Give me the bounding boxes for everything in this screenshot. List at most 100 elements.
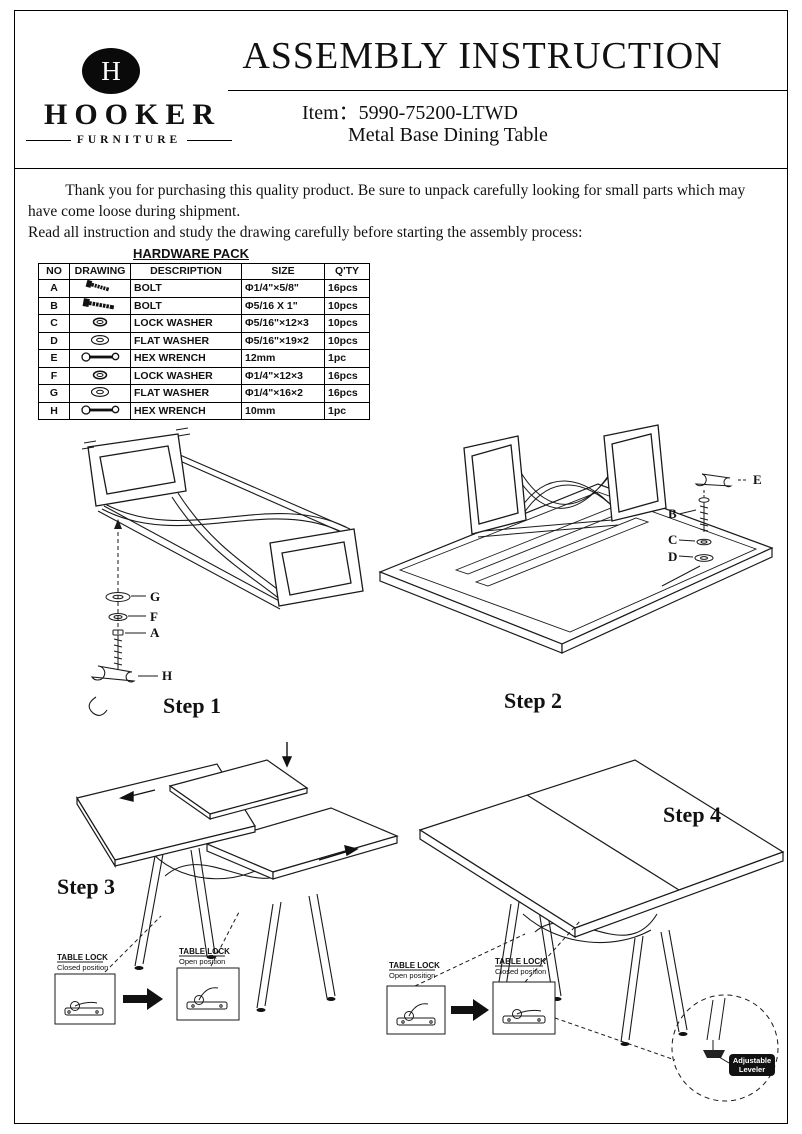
part-size: Φ5/16"×12×3	[241, 314, 325, 333]
lock-glyph-closed	[64, 1001, 104, 1016]
part-qty: 1pc	[324, 349, 370, 368]
lock-washer-icon	[696, 538, 712, 546]
item-line: Item：5990-75200-LTWD	[302, 96, 518, 125]
flat-washer-icon	[90, 334, 110, 345]
part-description: LOCK WASHER	[130, 314, 242, 333]
slide-arrow-right	[318, 850, 350, 861]
leveler-label-line1: Adjustable	[733, 1056, 771, 1065]
item-label: Item：	[302, 102, 359, 124]
part-size: Φ5/16"×19×2	[241, 331, 325, 350]
brand-logo: H	[82, 48, 140, 94]
lock-glyph-open	[186, 987, 228, 1010]
step4-label: Step 4	[663, 802, 721, 827]
part-qty: 16pcs	[324, 366, 370, 385]
callout-H: H	[162, 668, 172, 683]
lock-washer-icon	[92, 369, 108, 380]
col-no: NO	[38, 263, 70, 280]
slide-arrow-left-head	[118, 790, 134, 802]
page-title: ASSEMBLY INSTRUCTION	[242, 35, 723, 77]
col-description: DESCRIPTION	[130, 263, 242, 280]
col-drawing: DRAWING	[69, 263, 131, 280]
callout-D: D	[668, 549, 677, 564]
lock-detail-box	[492, 981, 556, 1035]
part-qty: 16pcs	[324, 279, 370, 298]
part-qty: 10pcs	[324, 331, 370, 350]
hook-icon	[88, 696, 108, 716]
intro-text: Thank you for purchasing this quality pr…	[28, 180, 778, 243]
step3-label: Step 3	[57, 874, 115, 899]
part-no: G	[38, 384, 70, 403]
callout-A: A	[150, 625, 160, 640]
table-lock-title: TABLE LOCK	[495, 957, 546, 966]
part-size: Φ1/4"×16×2	[241, 384, 325, 403]
table-lock-position: Open position	[179, 957, 225, 966]
table-row: D FLAT WASHER Φ5/16"×19×2 10pcs	[38, 331, 370, 350]
part-size: 10mm	[241, 401, 325, 420]
lock-detail-box	[176, 967, 240, 1021]
brand-wordmark: HOOKER FURNITURE	[26, 98, 232, 146]
x-stretcher	[517, 480, 619, 517]
col-qty: Q'TY	[324, 263, 370, 280]
flat-washer-icon	[105, 592, 131, 602]
part-no: C	[38, 314, 70, 333]
part-qty: 1pc	[324, 401, 370, 420]
part-qty: 10pcs	[324, 314, 370, 333]
brand-rule-right	[187, 139, 232, 141]
leveler-leg	[706, 997, 726, 1041]
rail	[471, 519, 619, 538]
part-description: FLAT WASHER	[130, 331, 242, 350]
drop-arrow-head	[281, 756, 293, 768]
part-qty: 16pcs	[324, 384, 370, 403]
part-no: H	[38, 401, 70, 420]
brand-subtitle-row: FURNITURE	[26, 134, 232, 146]
arrow-right-solid	[451, 999, 489, 1021]
end-frame-left-inner	[99, 445, 176, 495]
foot	[256, 1008, 266, 1012]
step3-diagram: TABLE LOCK Closed position TABLE LOCK Op…	[54, 742, 399, 1025]
foot	[134, 966, 144, 970]
lock-washer-icon	[108, 613, 128, 621]
hardware-table: NO DRAWING DESCRIPTION SIZE Q'TY A BOLT …	[38, 263, 370, 420]
leveler-label-line2: Leveler	[739, 1065, 765, 1074]
table-seam	[526, 794, 680, 891]
table-row: E HEX WRENCH 12mm 1pc	[38, 349, 370, 368]
mount-pads	[81, 427, 191, 450]
part-drawing	[69, 366, 131, 385]
lock-washer-icon	[92, 317, 108, 327]
foot	[326, 997, 336, 1001]
step2-diagram: E B C D Step 2	[378, 424, 774, 713]
part-description: BOLT	[130, 296, 242, 315]
step1-diagram: G F A H Step 1	[81, 427, 364, 718]
lock-leader	[104, 915, 162, 973]
part-drawing	[69, 331, 131, 350]
table-lock-title: TABLE LOCK	[179, 947, 230, 956]
part-drawing	[69, 401, 131, 420]
part-description: HEX WRENCH	[130, 349, 242, 368]
callout-E: E	[753, 472, 762, 487]
leg	[134, 853, 164, 967]
part-size: Φ1/4"×12×3	[241, 366, 325, 385]
hex-wrench-icon	[81, 404, 120, 415]
table-lock-title: TABLE LOCK	[57, 953, 108, 962]
lock-detail-box	[54, 973, 116, 1025]
part-qty: 10pcs	[324, 296, 370, 315]
flat-washer-icon	[694, 554, 714, 562]
part-size: Φ5/16 X 1"	[241, 296, 325, 315]
x-stretcher	[101, 503, 347, 534]
x-stretcher	[515, 465, 617, 509]
arrow-right-solid	[123, 988, 163, 1010]
wrench-icon	[90, 665, 136, 683]
part-no: D	[38, 331, 70, 350]
page-border	[14, 10, 788, 1124]
leg	[620, 935, 644, 1043]
extension-leaf-edge	[169, 784, 211, 821]
leveler-pointer	[718, 1056, 730, 1064]
table-half-left-edge	[76, 795, 116, 869]
leveler-detail-circle	[671, 994, 779, 1102]
col-size: SIZE	[241, 263, 325, 280]
table-row: G FLAT WASHER Φ1/4"×16×2 16pcs	[38, 384, 370, 403]
intro-para-1: Thank you for purchasing this quality pr…	[28, 182, 746, 220]
step1-label: Step 1	[163, 693, 221, 718]
brand-logo-letter: H	[101, 55, 121, 86]
part-size: 12mm	[241, 349, 325, 368]
